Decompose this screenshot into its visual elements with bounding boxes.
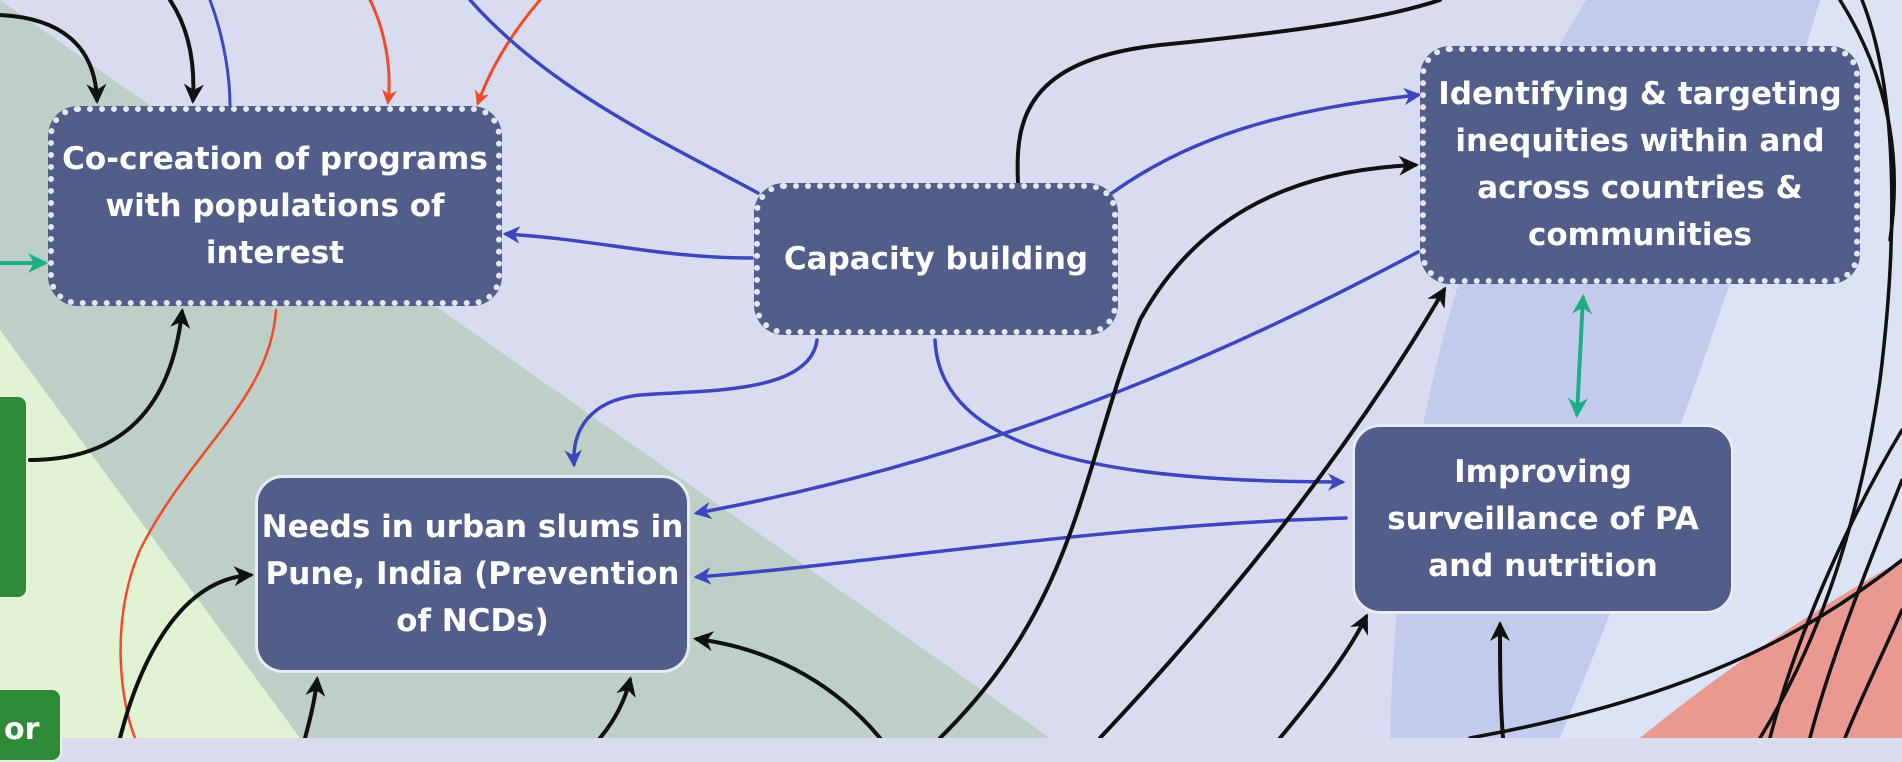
lightgreen-band — [0, 330, 300, 738]
edge-blue — [933, 338, 1346, 491]
edge-red — [119, 308, 278, 738]
node-improving-surveillance[interactable]: Improving surveillance of PA and nutriti… — [1352, 424, 1734, 614]
edge-black — [693, 631, 882, 738]
edge-blue — [693, 250, 1420, 520]
edge-teal — [1567, 294, 1593, 418]
edge-black — [1808, 478, 1902, 738]
edge-black — [28, 308, 191, 462]
edges-layer — [0, 0, 1902, 738]
node-needs-line: Needs in urban slums in — [261, 508, 684, 545]
edge-black — [1468, 558, 1902, 738]
edge-blue — [502, 226, 754, 260]
node-surveillance-line: Improving — [1454, 453, 1632, 490]
node-needs-urban-slums[interactable]: Needs in urban slums in Pune, India (Pre… — [255, 475, 690, 673]
edge-black — [1843, 608, 1902, 738]
node-cocreation[interactable]: Co-creation of programs with populations… — [48, 106, 502, 306]
node-needs-line: Pune, India (Prevention — [265, 555, 680, 592]
edge-black — [168, 0, 204, 104]
edge-red — [475, 0, 542, 106]
edge-black — [1015, 0, 1442, 184]
node-cocreation-line: with populations of — [105, 187, 445, 224]
node-surveillance-line: surveillance of PA — [1387, 500, 1699, 537]
edge-black — [1490, 621, 1511, 738]
edge-black — [118, 566, 254, 738]
edge-black — [938, 155, 1419, 738]
edge-black — [0, 13, 107, 104]
node-needs-line: of NCDs) — [396, 602, 549, 639]
edge-black — [1758, 0, 1894, 738]
node-capacity-building-line: Capacity building — [783, 240, 1089, 277]
node-cocreation-line: interest — [205, 234, 345, 271]
edge-black — [1098, 286, 1447, 738]
node-capacity-building[interactable]: Capacity building — [754, 183, 1118, 335]
node-identifying-line: communities — [1528, 217, 1752, 253]
edge-black — [1278, 613, 1369, 738]
node-identifying-line: across countries & — [1477, 170, 1803, 206]
node-identifying-inequities[interactable]: Identifying & targeting inequities withi… — [1420, 46, 1860, 284]
edge-black — [303, 676, 326, 738]
partial-node-label: or — [4, 712, 40, 747]
partial-node-left — [0, 395, 28, 599]
edge-black — [1768, 428, 1902, 738]
edge-red — [368, 0, 397, 105]
node-cocreation-line: Co-creation of programs — [62, 140, 488, 177]
edge-blue — [564, 338, 819, 468]
edge-blue — [693, 516, 1348, 585]
node-identifying-line: Identifying & targeting — [1438, 76, 1842, 112]
edge-blue — [468, 0, 760, 195]
edge-blue — [1110, 87, 1422, 195]
node-identifying-line: inequities within and — [1455, 123, 1825, 159]
edge-black — [598, 676, 636, 738]
edge-blue — [208, 0, 232, 107]
node-surveillance-line: and nutrition — [1428, 547, 1658, 584]
